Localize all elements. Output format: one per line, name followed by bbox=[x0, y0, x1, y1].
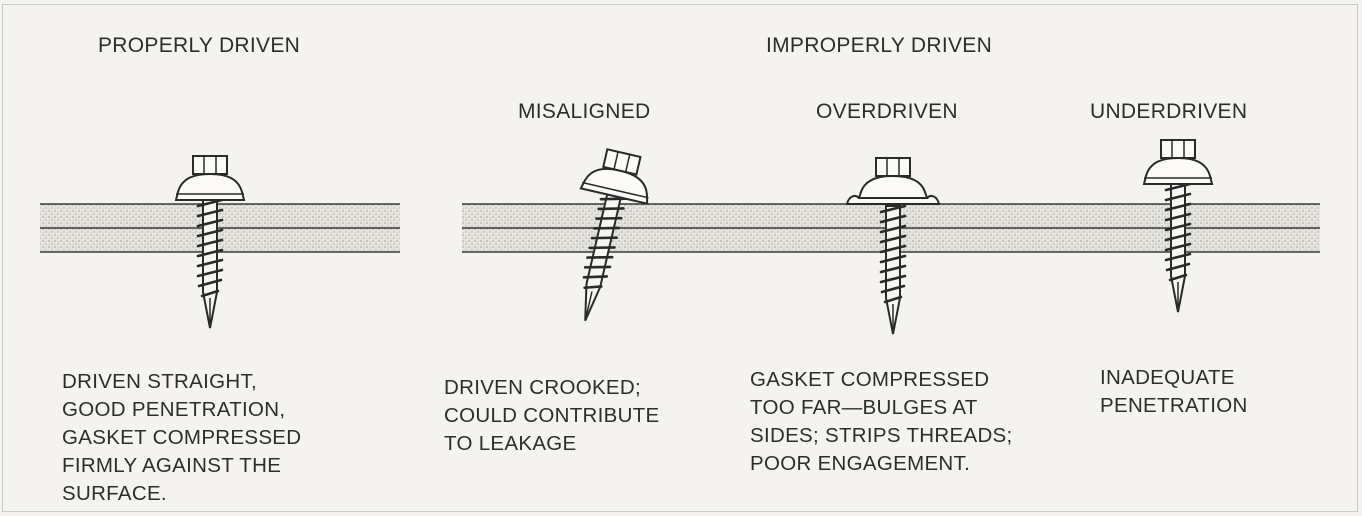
caption-line: COULD CONTRIBUTE bbox=[444, 404, 660, 427]
caption-overdriven: GASKET COMPRESSED TOO FAR—BULGES AT SIDE… bbox=[750, 366, 1013, 478]
caption-misaligned: DRIVEN CROOKED; COULD CONTRIBUTE TO LEAK… bbox=[444, 374, 660, 458]
caption-line: SIDES; STRIPS THREADS; bbox=[750, 424, 1013, 447]
caption-line: GOOD PENETRATION, bbox=[62, 398, 286, 421]
subheading-underdriven: UNDERDRIVEN bbox=[1090, 100, 1248, 123]
caption-line: DRIVEN STRAIGHT, bbox=[62, 370, 258, 393]
caption-line: TO LEAKAGE bbox=[444, 432, 577, 455]
caption-line: GASKET COMPRESSED bbox=[750, 368, 990, 391]
caption-underdriven: INADEQUATE PENETRATION bbox=[1100, 364, 1248, 420]
subheading-misaligned: MISALIGNED bbox=[518, 100, 651, 123]
heading-improperly-driven: IMPROPERLY DRIVEN bbox=[766, 34, 993, 57]
caption-line: POOR ENGAGEMENT. bbox=[750, 452, 971, 475]
caption-line: PENETRATION bbox=[1100, 394, 1248, 417]
diagram-frame bbox=[2, 4, 1358, 512]
caption-line: FIRMLY AGAINST THE bbox=[62, 454, 282, 477]
caption-line: SURFACE. bbox=[62, 482, 167, 505]
subheading-overdriven: OVERDRIVEN bbox=[816, 100, 958, 123]
caption-properly-driven: DRIVEN STRAIGHT, GOOD PENETRATION, GASKE… bbox=[62, 368, 301, 508]
caption-line: GASKET COMPRESSED bbox=[62, 426, 302, 449]
caption-line: DRIVEN CROOKED; bbox=[444, 376, 641, 399]
panel-left bbox=[40, 203, 400, 253]
heading-properly-driven: PROPERLY DRIVEN bbox=[98, 34, 301, 57]
screw-overdriven-icon bbox=[845, 157, 941, 336]
caption-line: INADEQUATE bbox=[1100, 366, 1235, 389]
caption-line: TOO FAR—BULGES AT bbox=[750, 396, 978, 419]
